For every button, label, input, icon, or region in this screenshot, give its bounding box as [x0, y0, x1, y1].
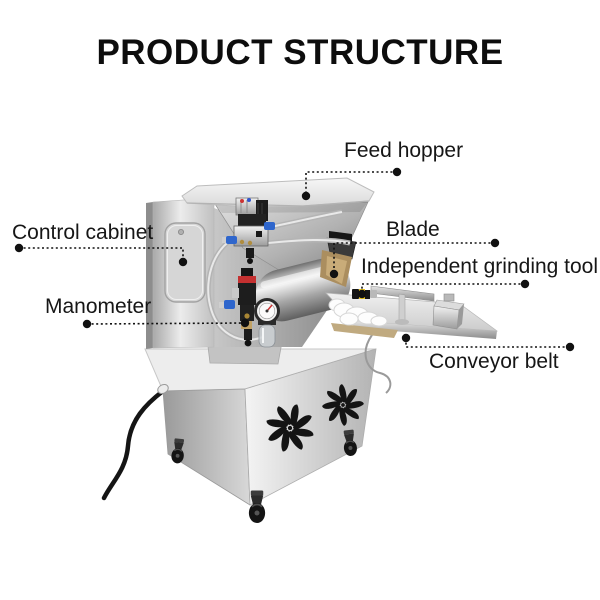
callout-line [86, 322, 246, 325]
base-cabinet-part [101, 348, 377, 524]
control-cabinet-part [146, 197, 215, 349]
conveyor-part [325, 285, 499, 394]
solenoid-valve-part [222, 197, 275, 264]
hanging-wire [364, 334, 392, 394]
callout-dot [357, 289, 367, 299]
label-blade: Blade [386, 218, 440, 241]
callout-dot [301, 191, 311, 201]
air-hoses [205, 209, 351, 343]
callout-dot [178, 257, 188, 267]
page-title: PRODUCT STRUCTURE [96, 33, 504, 72]
callout-line [305, 171, 397, 196]
label-control-cabinet: Control cabinet [12, 221, 154, 244]
callout-line [333, 242, 495, 274]
callout-dot [565, 342, 575, 352]
callout-dot [392, 167, 402, 177]
panel-screw [177, 228, 184, 235]
callout-line [361, 283, 525, 294]
callout-dot [329, 269, 339, 279]
callout-dot [401, 333, 411, 343]
grinding-tool-part [320, 250, 352, 287]
power-cable [101, 388, 166, 501]
manometer-part [219, 268, 280, 348]
lubricator-bowl [258, 324, 276, 348]
label-independent-grinding-tool: Independent grinding tool [361, 255, 599, 278]
callout-dot [14, 243, 24, 253]
callout-dot [82, 319, 92, 329]
label-manometer: Manometer [45, 295, 152, 318]
callout-dot [490, 238, 500, 248]
label-conveyor-belt: Conveyor belt [429, 350, 559, 373]
callout-dot [520, 279, 530, 289]
label-feed-hopper: Feed hopper [344, 139, 464, 162]
callout-dot [240, 318, 250, 328]
callout-line [405, 338, 570, 348]
dough-pieces [328, 298, 388, 327]
cable-grommet [157, 383, 169, 395]
